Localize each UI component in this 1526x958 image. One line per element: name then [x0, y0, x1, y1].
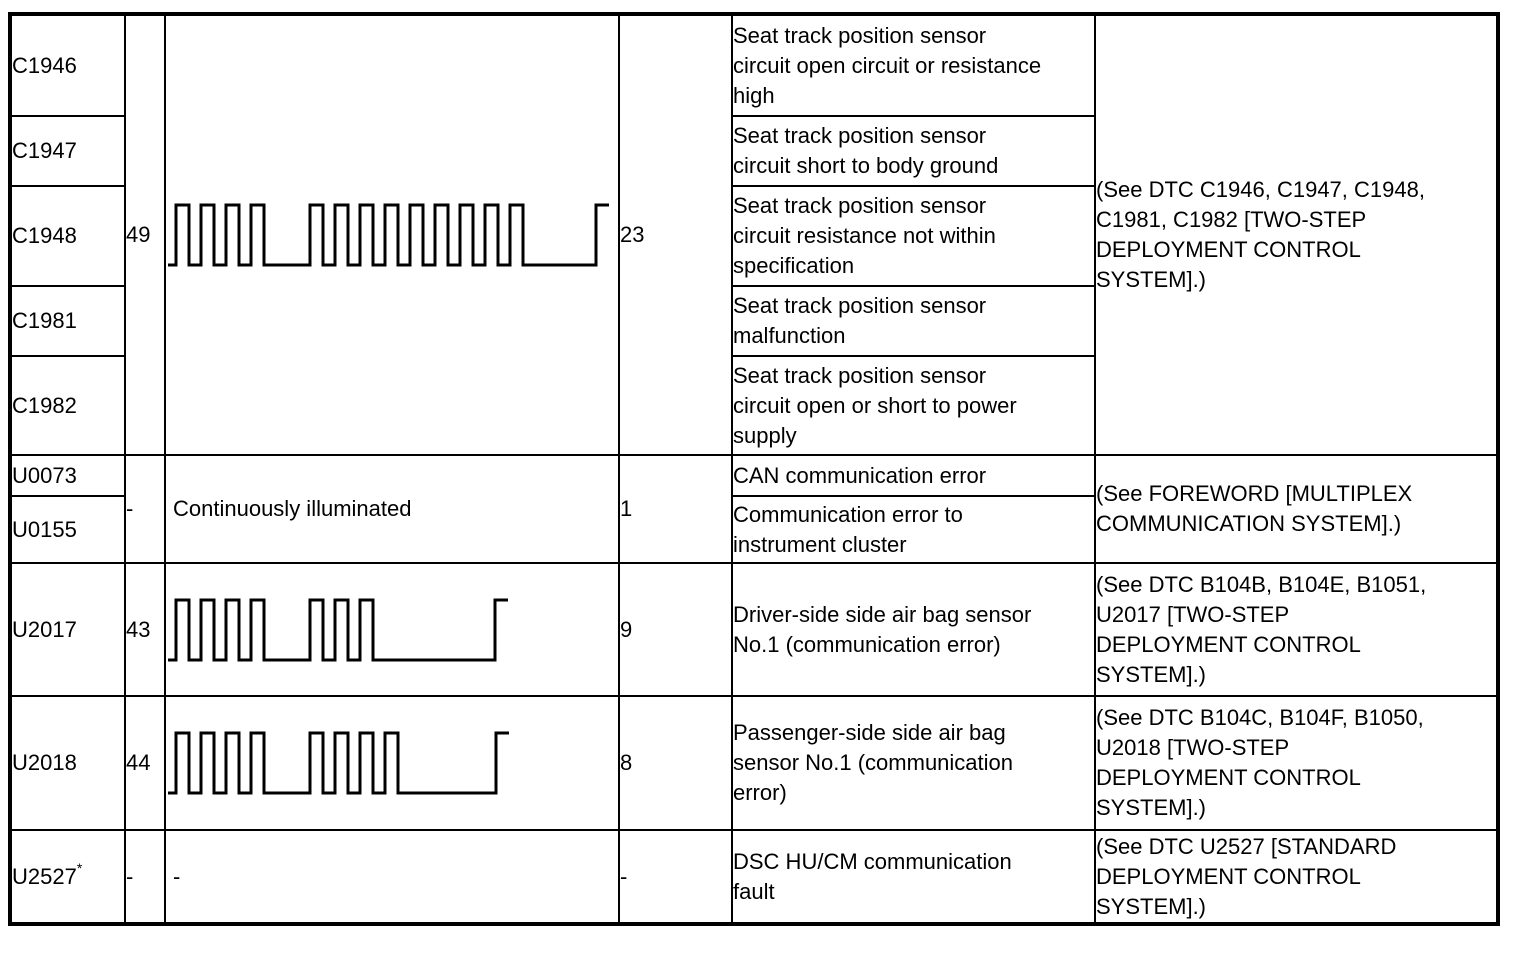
table-row: U2018 44 8 Passenger-side side air bag s… [9, 695, 1499, 831]
table-row: U0073 - Continuously illuminated 1 CAN c… [9, 454, 1499, 564]
footnote-asterisk: * [76, 859, 83, 876]
flash-count-cell: 23 [618, 13, 733, 456]
table-row: C1948 Seat track position sensor circuit… [9, 185, 1498, 287]
description-cell: Seat track position sensor circuit resis… [731, 185, 1096, 287]
reference-cell: (See DTC U2527 [STANDARD DEPLOYMENT CONT… [1094, 829, 1499, 925]
description-cell: Seat track position sensor malfunction [731, 285, 1096, 357]
flash-code-cell: 44 [124, 695, 166, 831]
flash-pattern-waveform [168, 203, 609, 267]
flash-pattern-cell [164, 13, 620, 456]
description-cell: DSC HU/CM communication fault [731, 829, 1096, 925]
description-cell: Seat track position sensor circuit open … [731, 355, 1096, 456]
description-cell: Seat track position sensor circuit short… [731, 115, 1096, 187]
table-row: C1946 49 23 Seat track position sensor c… [9, 13, 1499, 456]
dtc-code-cell: U2018 [9, 695, 126, 831]
description-cell: Driver-side side air bag sensor No.1 (co… [731, 562, 1096, 697]
flash-count-cell: 9 [618, 562, 733, 697]
flash-pattern-cell [164, 562, 620, 697]
flash-count-cell: 1 [618, 454, 733, 564]
dtc-code-cell: C1946 [9, 13, 126, 117]
dtc-code-cell: U2017 [9, 562, 126, 697]
dtc-flash-pattern-table: C1946 49 23 Seat track position sensor c… [8, 12, 1500, 926]
dtc-code-cell: U2527* [9, 829, 126, 925]
dtc-code-cell: U0073 [9, 454, 126, 497]
flash-count-cell: - [618, 829, 733, 925]
description-cell: CAN communication error [731, 454, 1096, 497]
flash-code-cell: - [124, 454, 166, 564]
flash-pattern-waveform [168, 731, 509, 795]
reference-cell: (See DTC B104C, B104F, B1050, U2018 [TWO… [1094, 695, 1499, 831]
flash-pattern-cell: Continuously illuminated [164, 454, 620, 564]
table-row: U2527* - - - DSC HU/CM communication fau… [9, 829, 1499, 925]
dtc-code-text: U2527 [12, 863, 77, 889]
flash-code-cell: 49 [124, 13, 166, 456]
dtc-code-cell: U0155 [9, 495, 126, 564]
description-cell: Communication error to instrument cluste… [731, 495, 1096, 564]
table-row: U2017 43 9 Driver-side side air bag sens… [9, 562, 1499, 697]
flash-pattern-cell [164, 695, 620, 831]
dtc-code-cell: C1948 [9, 185, 126, 287]
description-cell: Seat track position sensor circuit open … [731, 13, 1096, 117]
description-cell: Passenger-side side air bag sensor No.1 … [731, 695, 1096, 831]
reference-cell: (See FOREWORD [MULTIPLEX COMMUNICATION S… [1094, 454, 1499, 564]
flash-pattern-waveform [168, 598, 508, 661]
dtc-code-cell: C1947 [9, 115, 126, 187]
table-row: U0155 Communication error to instrument … [9, 495, 1498, 564]
flash-count-cell: 8 [618, 695, 733, 831]
table-row: C1947 Seat track position sensor circuit… [9, 115, 1498, 187]
reference-cell: (See DTC C1946, C1947, C1948, C1981, C19… [1094, 13, 1499, 456]
flash-code-cell: 43 [124, 562, 166, 697]
table-row: C1982 Seat track position sensor circuit… [9, 355, 1498, 456]
table-row: C1981 Seat track position sensor malfunc… [9, 285, 1498, 357]
reference-cell: (See DTC B104B, B104E, B1051, U2017 [TWO… [1094, 562, 1499, 697]
dtc-code-cell: C1982 [9, 355, 126, 456]
flash-pattern-cell: - [164, 829, 620, 925]
flash-code-cell: - [124, 829, 166, 925]
dtc-code-cell: C1981 [9, 285, 126, 357]
